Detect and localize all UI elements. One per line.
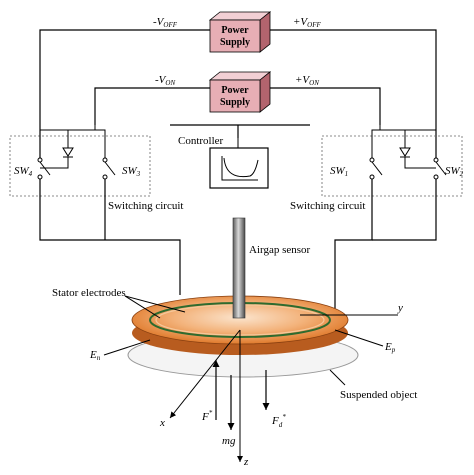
controller-box bbox=[209, 138, 269, 189]
ep-leader bbox=[334, 329, 384, 347]
suspended-object-label: Suspended object bbox=[340, 389, 417, 401]
on-wire-right bbox=[262, 87, 381, 125]
ps-bottom-line1: Power bbox=[221, 85, 249, 96]
ps-top-line1: Power bbox=[221, 25, 249, 36]
stator-leader-2 bbox=[124, 295, 186, 313]
sw1-label: SW1 bbox=[330, 165, 348, 178]
controller-wire bbox=[170, 124, 310, 138]
sw3-label: SW3 bbox=[122, 165, 141, 178]
controller-label: Controller bbox=[178, 135, 224, 147]
x-axis-line bbox=[169, 329, 241, 419]
switching-circuit-right-label: Switching circuit bbox=[290, 200, 365, 212]
power-supply-bottom: Power Supply bbox=[208, 71, 272, 113]
off-wire-right bbox=[262, 29, 437, 158]
left-switch-network bbox=[37, 125, 181, 295]
sw2-label: SW2 bbox=[445, 165, 464, 178]
ps-top-line2: Supply bbox=[220, 37, 250, 48]
on-wire-left bbox=[94, 87, 210, 125]
sw4-label: SW4 bbox=[14, 165, 33, 178]
en-label: En bbox=[89, 349, 101, 362]
en-leader bbox=[103, 339, 151, 356]
x-axis-label: x bbox=[159, 417, 165, 429]
ep-label: Ep bbox=[384, 341, 396, 354]
airgap-sensor-rod bbox=[232, 217, 246, 319]
stator-electrodes-label: Stator electrodes bbox=[52, 287, 126, 299]
switching-circuit-left-label: Switching circuit bbox=[108, 200, 183, 212]
v-on-pos-label: +VON bbox=[295, 74, 319, 87]
switching-box-right bbox=[321, 135, 463, 197]
suspended-leader bbox=[329, 369, 346, 386]
force-f-label: F* bbox=[201, 409, 213, 423]
off-wire-left bbox=[39, 29, 210, 158]
y-axis-label: y bbox=[397, 302, 403, 314]
right-switch-network bbox=[334, 125, 447, 325]
power-supply-top: Power Supply bbox=[208, 11, 272, 53]
z-axis-label: z bbox=[243, 456, 249, 468]
v-on-neg-label: -VON bbox=[155, 74, 175, 87]
airgap-sensor-label: Airgap sensor bbox=[249, 244, 311, 256]
switching-box-left bbox=[9, 135, 151, 197]
v-off-neg-label: -VOFF bbox=[153, 16, 178, 29]
ps-bottom-line2: Supply bbox=[220, 97, 250, 108]
stator-leader-1 bbox=[124, 295, 161, 319]
force-fd-label: Fd* bbox=[271, 413, 286, 429]
v-off-pos-label: +VOFF bbox=[293, 16, 321, 29]
mg-label: mg bbox=[222, 435, 236, 447]
